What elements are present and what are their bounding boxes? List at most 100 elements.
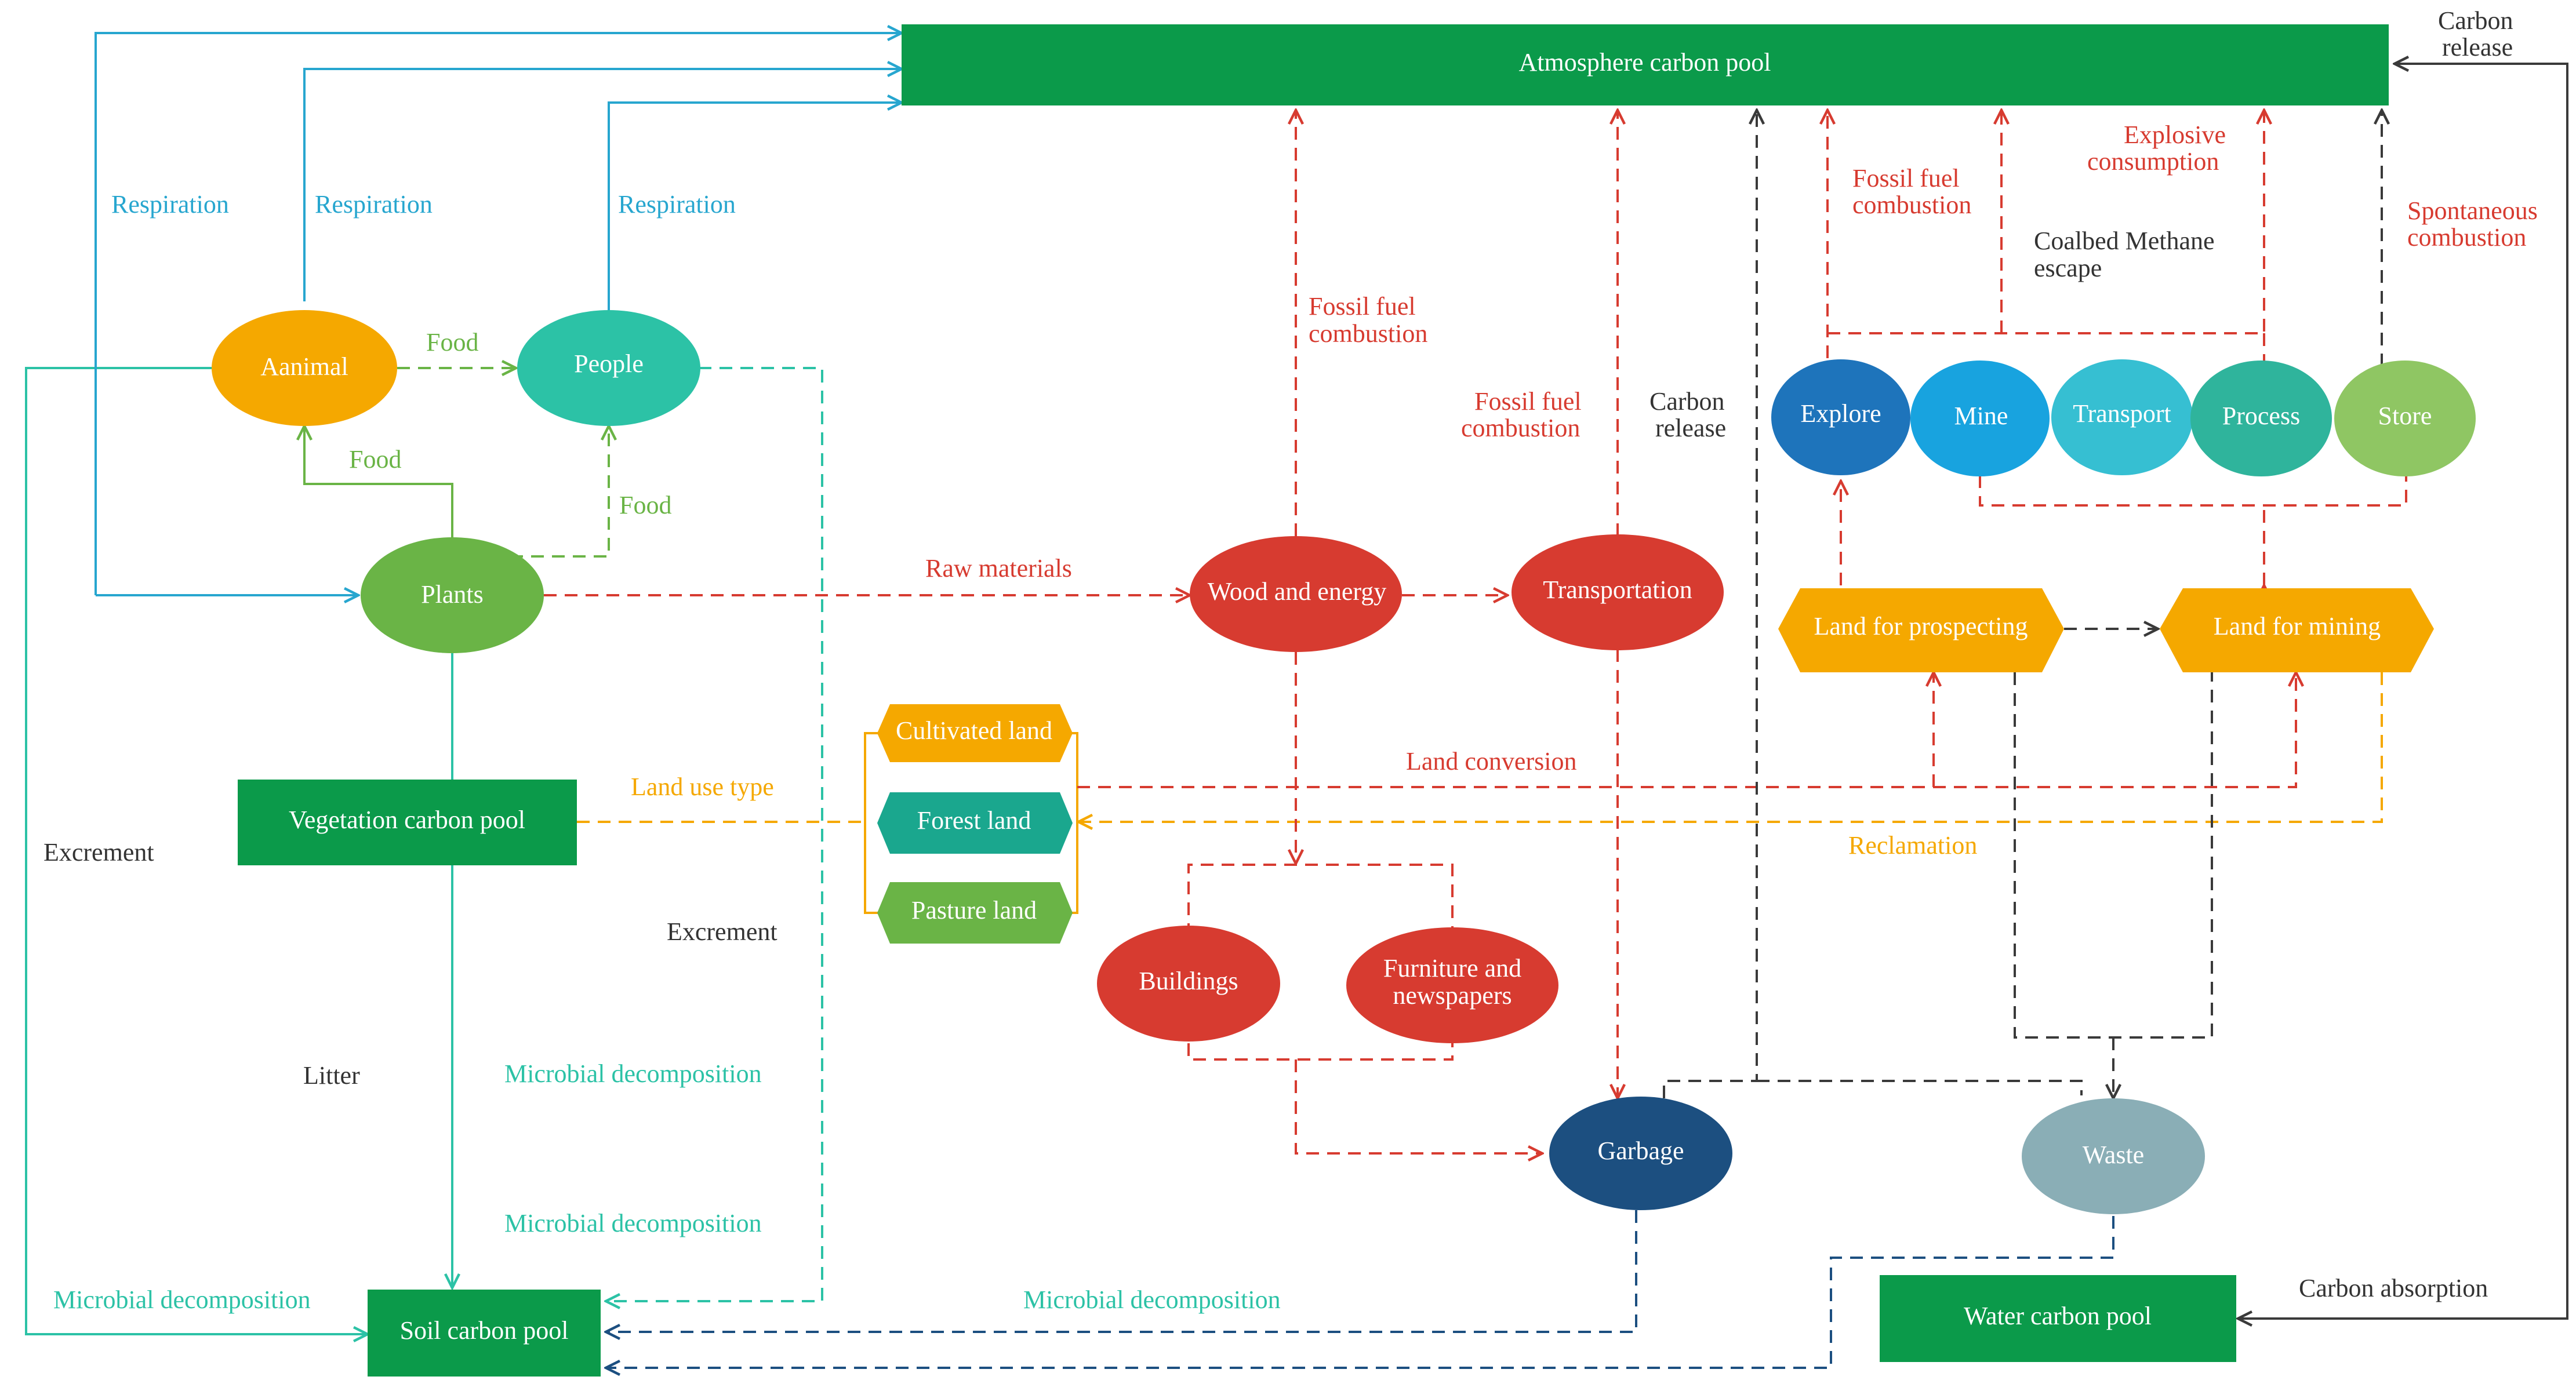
edge-animal-atmosphere [303, 69, 902, 301]
node-garbage: Garbage [1549, 1097, 1732, 1210]
label-coalbed-methane-escape: escape [2034, 254, 2102, 282]
svg-text:Transportation: Transportation [1543, 576, 1692, 604]
label-respiration: Respiration [111, 190, 229, 219]
label-respiration: Respiration [315, 190, 433, 219]
label-fossil-fuel-combustion: Fossil fuel [1309, 292, 1416, 321]
vegetation-carbon-pool: Vegetation carbon pool [238, 780, 577, 865]
atmosphere-carbon-pool: Atmosphere carbon pool [902, 24, 2389, 105]
label-food: Food [349, 445, 401, 474]
respiration-edges [25, 33, 902, 1334]
node-process: Process [2190, 361, 2332, 476]
svg-text:Soil carbon pool: Soil carbon pool [400, 1316, 569, 1345]
svg-text:Atmosphere carbon pool: Atmosphere carbon pool [1519, 48, 1771, 77]
edge-people-atmosphere [608, 103, 902, 311]
label-reclamation: Reclamation [1848, 831, 1977, 860]
svg-text:Explore: Explore [1800, 399, 1881, 428]
edge-left-bus-atmosphere [95, 33, 902, 595]
label-spontaneous-combustion: Spontaneous [2407, 196, 2538, 225]
edge-animal-respiration [25, 367, 368, 1334]
edge-carbon-release-loop [2395, 64, 2568, 1320]
svg-text:Land for prospecting: Land for prospecting [1814, 612, 2028, 640]
edge-explore-bus [1827, 110, 2264, 334]
edge-products-garbage [1295, 1059, 1542, 1153]
svg-text:Buildings: Buildings [1139, 967, 1238, 995]
label-fossil-fuel-combustion: Fossil fuel [1852, 164, 1960, 192]
label-land-conversion: Land conversion [1406, 747, 1576, 775]
label-carbon-release: release [1655, 414, 1726, 442]
svg-text:Mine: Mine [1954, 402, 2008, 430]
label-carbon-release: release [2442, 33, 2513, 61]
water-carbon-pool: Water carbon pool [1880, 1275, 2236, 1362]
label-excrement: Excrement [43, 838, 154, 866]
svg-text:Pasture land: Pasture land [911, 896, 1037, 924]
node-land-for-prospecting: Land for prospecting [1778, 588, 2064, 672]
node-land-for-mining: Land for mining [2160, 588, 2434, 672]
label-excrement: Excrement [667, 917, 777, 946]
edge-plants-animal [304, 426, 453, 539]
edge-people-soil [606, 367, 823, 1301]
label-fossil-fuel-combustion: Fossil fuel [1474, 387, 1582, 416]
node-animal: Aanimal [212, 310, 397, 426]
node-wood-and-energy: Wood and energy [1190, 536, 1402, 652]
edge-garbage-waste [1757, 1080, 2083, 1095]
label-explosive-consumption: Explosive [2124, 121, 2226, 149]
label-explosive-consumption: consumption [2087, 147, 2219, 176]
label-respiration: Respiration [618, 190, 736, 219]
node-buildings: Buildings [1097, 926, 1280, 1042]
navy-edges [606, 1210, 2114, 1368]
label-fossil-fuel-combustion: combustion [1461, 414, 1580, 442]
svg-text:Transport: Transport [2073, 399, 2171, 428]
svg-text:Aanimal: Aanimal [260, 352, 348, 381]
node-explore: Explore [1771, 359, 1910, 475]
products-bottom [1187, 1043, 1454, 1061]
node-transport: Transport [2051, 359, 2193, 475]
label-raw-materials: Raw materials [925, 554, 1072, 582]
label-coalbed-methane-escape: Coalbed Methane [2034, 227, 2215, 255]
gray-solid-edges [2238, 64, 2568, 1320]
edge-garbage-atmosphere [1663, 110, 1757, 1098]
gray-edges [1663, 110, 2382, 1098]
label-land-use-type: Land use type [631, 773, 774, 801]
label-microbial-decomposition: Microbial decomposition [1023, 1286, 1281, 1314]
teal-edges [452, 367, 823, 1301]
svg-text:Process: Process [2222, 402, 2300, 430]
node-waste: Waste [2022, 1098, 2205, 1214]
svg-text:newspapers: newspapers [1393, 981, 1512, 1010]
node-furniture-newspapers: Furniture and newspapers [1346, 927, 1558, 1043]
node-forest-land: Forest land [877, 792, 1073, 854]
svg-text:Cultivated land: Cultivated land [896, 716, 1052, 745]
svg-text:Garbage: Garbage [1597, 1137, 1684, 1165]
food-edges [304, 368, 609, 558]
label-fossil-fuel-combustion: combustion [1309, 319, 1427, 348]
label-food: Food [426, 328, 478, 356]
label-microbial-decomposition: Microbial decomposition [504, 1059, 762, 1088]
svg-text:Water carbon pool: Water carbon pool [1964, 1302, 2152, 1330]
edge-mine-store-mining [1979, 475, 2407, 507]
node-pasture-land: Pasture land [877, 882, 1073, 944]
svg-text:Furniture and: Furniture and [1383, 954, 1521, 982]
soil-carbon-pool: Soil carbon pool [368, 1290, 601, 1377]
label-carbon-release: Carbon [2438, 6, 2513, 35]
node-people: People [517, 310, 700, 426]
label-fossil-fuel-combustion: combustion [1852, 191, 1971, 219]
edge-prospecting-waste [2014, 672, 2213, 1039]
label-carbon-release: Carbon [1649, 387, 1725, 416]
label-spontaneous-combustion: combustion [2407, 223, 2526, 252]
products-bracket [1187, 864, 1454, 936]
label-microbial-decomposition: Microbial decomposition [53, 1286, 311, 1314]
edge-land-conversion [1077, 672, 2296, 788]
edge-plants-people [510, 426, 609, 558]
svg-text:Waste: Waste [2083, 1141, 2144, 1169]
svg-text:People: People [574, 349, 644, 378]
node-plants: Plants [361, 537, 544, 653]
edge-reclamation [1078, 672, 2383, 822]
svg-text:Store: Store [2378, 402, 2432, 430]
red-edges [544, 110, 2407, 1153]
label-carbon-absorption: Carbon absorption [2299, 1274, 2488, 1302]
label-litter: Litter [303, 1061, 360, 1090]
edge-labels: Respiration Respiration Respiration Food… [43, 6, 2538, 1314]
node-cultivated-land: Cultivated land [877, 704, 1073, 762]
land-use-edges [577, 672, 2383, 914]
svg-text:Plants: Plants [421, 580, 484, 609]
